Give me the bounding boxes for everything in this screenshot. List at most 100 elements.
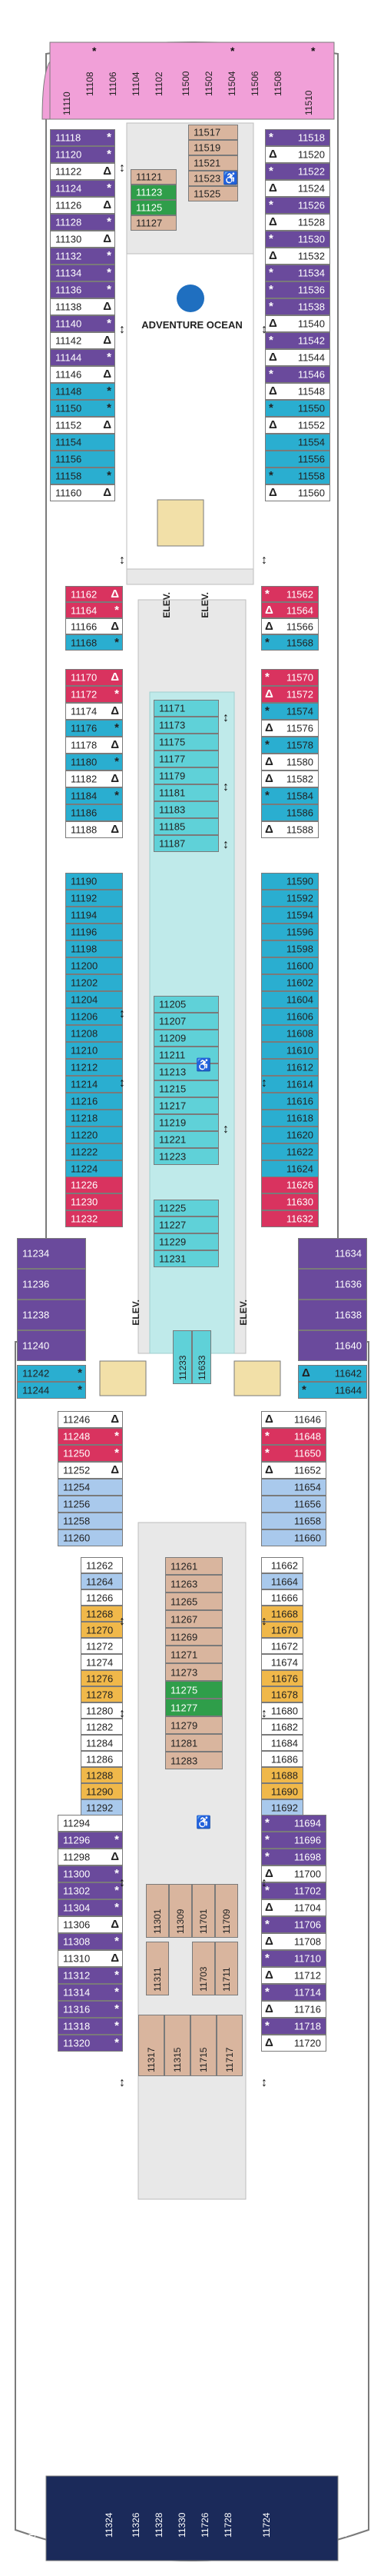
cabin-11288[interactable]: 11288: [81, 1767, 123, 1783]
cabin-11172[interactable]: 11172*: [65, 686, 123, 703]
cabin-11680[interactable]: 11680: [261, 1702, 303, 1719]
cabin-11294[interactable]: 11294: [58, 1815, 123, 1832]
cabin-11703[interactable]: 11703: [192, 1942, 215, 1995]
cabin-11309[interactable]: 11309: [169, 1884, 192, 1938]
cabin-11273[interactable]: 11273: [165, 1663, 223, 1681]
cabin-11324[interactable]: 11324: [104, 2512, 114, 2538]
cabin-11104[interactable]: 11104: [131, 72, 141, 96]
cabin-11634[interactable]: 11634: [298, 1238, 367, 1269]
cabin-11502[interactable]: 11502: [204, 71, 214, 96]
cabin-11204[interactable]: 11204: [65, 991, 123, 1008]
cabin-11144[interactable]: 11144*: [50, 349, 115, 366]
cabin-11225[interactable]: 11225: [154, 1200, 219, 1216]
cabin-11256[interactable]: 11256: [58, 1496, 123, 1513]
cabin-11526[interactable]: 11526*: [265, 197, 330, 214]
cabin-11158[interactable]: 11158*: [50, 468, 115, 484]
cabin-11312[interactable]: 11312*: [58, 1967, 123, 1984]
cabin-11222[interactable]: 11222: [65, 1143, 123, 1160]
cabin-11226[interactable]: 11226: [65, 1177, 123, 1193]
cabin-11180[interactable]: 11180*: [65, 754, 123, 770]
cabin-11632[interactable]: 11632: [261, 1210, 319, 1227]
cabin-11315[interactable]: 11315: [164, 2015, 190, 2076]
cabin-11128[interactable]: 11128*: [50, 214, 115, 231]
cabin-11118[interactable]: 11118*: [50, 129, 115, 146]
cabin-11318[interactable]: 11318*: [58, 2018, 123, 2035]
cabin-11300[interactable]: 11300*: [58, 1865, 123, 1882]
cabin-11231[interactable]: 11231: [154, 1250, 219, 1267]
cabin-11183[interactable]: 11183: [154, 801, 219, 818]
cabin-11574[interactable]: 11574*: [261, 703, 319, 720]
cabin-11263[interactable]: 11263: [165, 1575, 223, 1593]
cabin-11156[interactable]: 11156: [50, 451, 115, 468]
cabin-11108[interactable]: 11108: [84, 72, 95, 96]
cabin-11692[interactable]: 11692: [261, 1799, 303, 1816]
cabin-11120[interactable]: 11120*: [50, 146, 115, 163]
cabin-11622[interactable]: 11622: [261, 1143, 319, 1160]
cabin-11724[interactable]: 11724: [261, 2512, 272, 2538]
cabin-11546[interactable]: 11546*: [265, 366, 330, 383]
cabin-11688[interactable]: 11688: [261, 1767, 303, 1783]
cabin-11206[interactable]: 11206: [65, 1008, 123, 1025]
cabin-11176[interactable]: 11176*: [65, 720, 123, 737]
cabin-11181[interactable]: 11181: [154, 784, 219, 801]
cabin-11223[interactable]: 11223: [154, 1148, 219, 1165]
cabin-11624[interactable]: 11624: [261, 1160, 319, 1177]
cabin-11127[interactable]: 11127: [131, 215, 177, 231]
cabin-11171[interactable]: 11171: [154, 700, 219, 717]
cabin-11302[interactable]: 11302*: [58, 1882, 123, 1899]
cabin-11508[interactable]: 11508: [273, 71, 283, 96]
cabin-11211[interactable]: 11211: [154, 1047, 219, 1063]
cabin-11678[interactable]: 11678: [261, 1686, 303, 1702]
cabin-11316[interactable]: 11316*: [58, 2001, 123, 2018]
cabin-11596[interactable]: 11596: [261, 924, 319, 940]
cabin-11271[interactable]: 11271: [165, 1646, 223, 1663]
cabin-11304[interactable]: 11304*: [58, 1899, 123, 1916]
cabin-11600[interactable]: 11600: [261, 957, 319, 974]
cabin-11277[interactable]: 11277: [165, 1699, 223, 1716]
cabin-11214[interactable]: 11214: [65, 1076, 123, 1093]
cabin-11536[interactable]: 11536*: [265, 281, 330, 298]
cabin-11684[interactable]: 11684: [261, 1735, 303, 1751]
cabin-11207[interactable]: 11207: [154, 1013, 219, 1030]
cabin-11132[interactable]: 11132*: [50, 248, 115, 265]
cabin-11218[interactable]: 11218: [65, 1110, 123, 1127]
cabin-11121[interactable]: 11121: [131, 169, 177, 185]
cabin-11296[interactable]: 11296*: [58, 1832, 123, 1849]
cabin-11202[interactable]: 11202: [65, 974, 123, 991]
cabin-11594[interactable]: 11594: [261, 907, 319, 924]
cabin-11598[interactable]: 11598: [261, 940, 319, 957]
cabin-11614[interactable]: 11614: [261, 1076, 319, 1093]
cabin-11194[interactable]: 11194: [65, 907, 123, 924]
cabin-11322[interactable]: 11322: [27, 2512, 38, 2538]
cabin-11696[interactable]: 11696*: [261, 1832, 326, 1849]
cabin-11227[interactable]: 11227: [154, 1216, 219, 1233]
cabin-11626[interactable]: 11626: [261, 1177, 319, 1193]
cabin-11590[interactable]: 11590: [261, 873, 319, 890]
cabin-11196[interactable]: 11196: [65, 924, 123, 940]
cabin-11672[interactable]: 11672: [261, 1638, 303, 1654]
cabin-11602[interactable]: 11602: [261, 974, 319, 991]
cabin-11275[interactable]: 11275: [165, 1681, 223, 1699]
cabin-11184[interactable]: 11184*: [65, 787, 123, 804]
cabin-11208[interactable]: 11208: [65, 1025, 123, 1042]
cabin-11638[interactable]: 11638: [298, 1300, 367, 1330]
